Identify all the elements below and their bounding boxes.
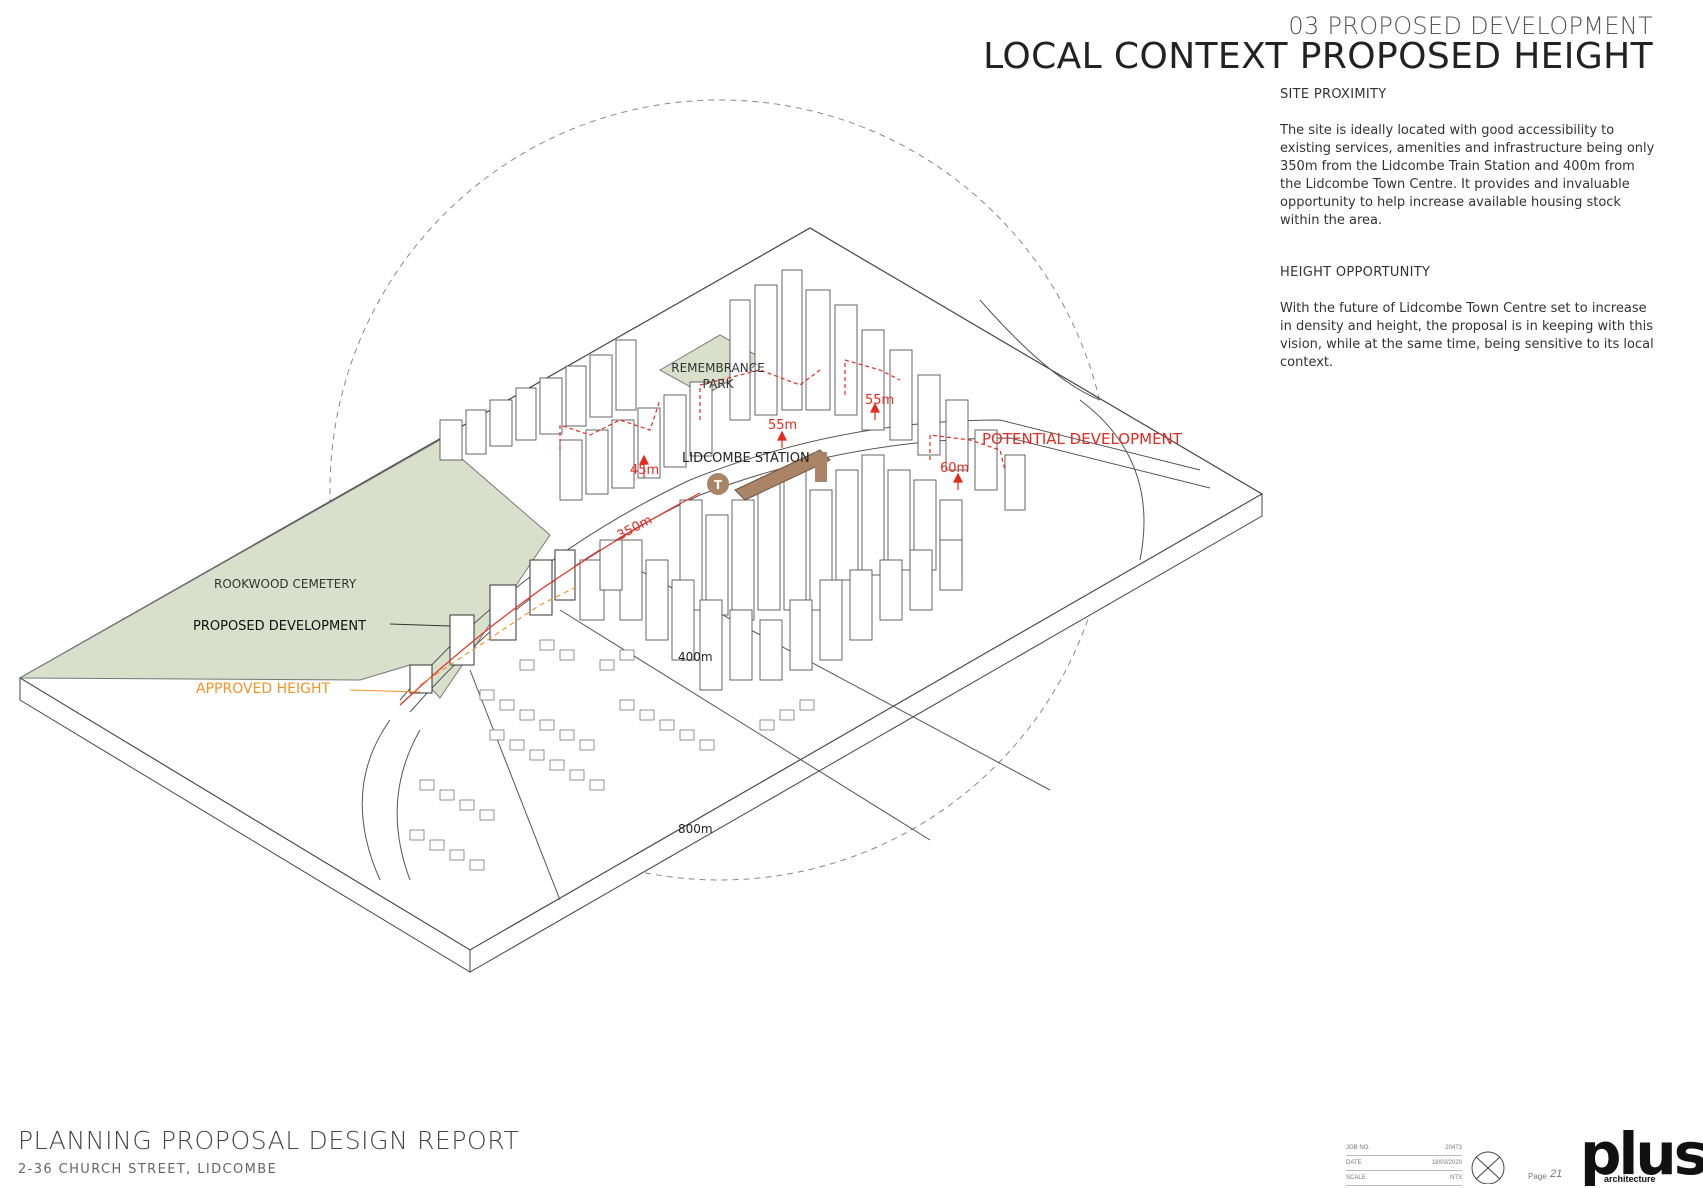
route-350m: [399, 492, 701, 706]
slab-edge-right: [469, 493, 1263, 973]
distance-400m-label: 400m: [678, 650, 713, 664]
page-number: 21: [1550, 1168, 1563, 1180]
lidcombe-station-label: LIDCOMBE STATION: [682, 451, 810, 466]
proposed-leader-line: [389, 623, 451, 627]
page-title: LOCAL CONTEXT PROPOSED HEIGHT: [983, 36, 1653, 77]
north-arrow-icon: [1471, 1151, 1505, 1184]
info-row-job: JOB NO. 20473: [1346, 1141, 1462, 1156]
approved-height-label: APPROVED HEIGHT: [196, 681, 330, 697]
height-55m-label-a: 55m: [768, 418, 797, 433]
info-label: DATE: [1346, 1160, 1362, 1166]
section-kicker: 03 PROPOSED DEVELOPMENT: [1288, 12, 1653, 40]
remembrance-park-label-line1: REMEMBRANCE: [671, 361, 764, 375]
section-body-height-opportunity: With the future of Lidcombe Town Centre …: [1280, 301, 1654, 370]
proposed-development-towers: [409, 549, 576, 694]
section-heading-height-opportunity: HEIGHT OPPORTUNITY: [1280, 265, 1431, 280]
city-buildings: [439, 269, 1026, 691]
info-label: SCALE: [1346, 1175, 1366, 1181]
distance-800m-label: 800m: [678, 822, 713, 836]
report-title: PLANNING PROPOSAL DESIGN REPORT: [18, 1126, 520, 1155]
lidcombe-station-building: [734, 449, 831, 501]
approved-leader-line: [349, 689, 421, 693]
info-row-date: DATE 18/03/2020: [1346, 1156, 1462, 1171]
station-platform: [815, 452, 827, 482]
report-address: 2-36 CHURCH STREET, LIDCOMBE: [18, 1162, 278, 1177]
potential-height-envelopes: [559, 359, 1006, 471]
station-icon-letter: T: [714, 478, 723, 492]
height-55m-label-b: 55m: [865, 393, 894, 408]
low-rise-houses: [409, 639, 815, 871]
plus-architecture-logo: plus: [1580, 1120, 1703, 1188]
height-60m-label: 60m: [940, 461, 969, 476]
section-body-site-proximity: The site is ideally located with good ac…: [1280, 123, 1655, 228]
proposed-development-label: PROPOSED DEVELOPMENT: [193, 619, 366, 634]
info-label: JOB NO.: [1346, 1145, 1371, 1151]
title-block-info: JOB NO. 20473 DATE 18/03/2020 SCALE NTS: [1346, 1141, 1462, 1186]
height-45m-label: 45m: [630, 463, 659, 478]
section-heading-site-proximity: SITE PROXIMITY: [1280, 87, 1387, 102]
logo-subtitle: architecture: [1604, 1174, 1656, 1184]
height-arrows: [639, 402, 963, 490]
approved-height-line: [419, 584, 581, 686]
info-value: 20473: [1445, 1145, 1462, 1151]
remembrance-park-label-line2: PARK: [703, 377, 735, 391]
potential-development-label: POTENTIAL DEVELOPMENT: [982, 430, 1183, 448]
info-value: NTS: [1450, 1175, 1462, 1181]
info-value: 18/03/2020: [1431, 1160, 1462, 1166]
side-text: SITE PROXIMITY The site is ideally locat…: [1280, 86, 1658, 406]
rookwood-cemetery-label: ROOKWOOD CEMETERY: [214, 577, 357, 591]
page-label: Page: [1528, 1172, 1547, 1181]
train-station-icon: [707, 473, 729, 495]
